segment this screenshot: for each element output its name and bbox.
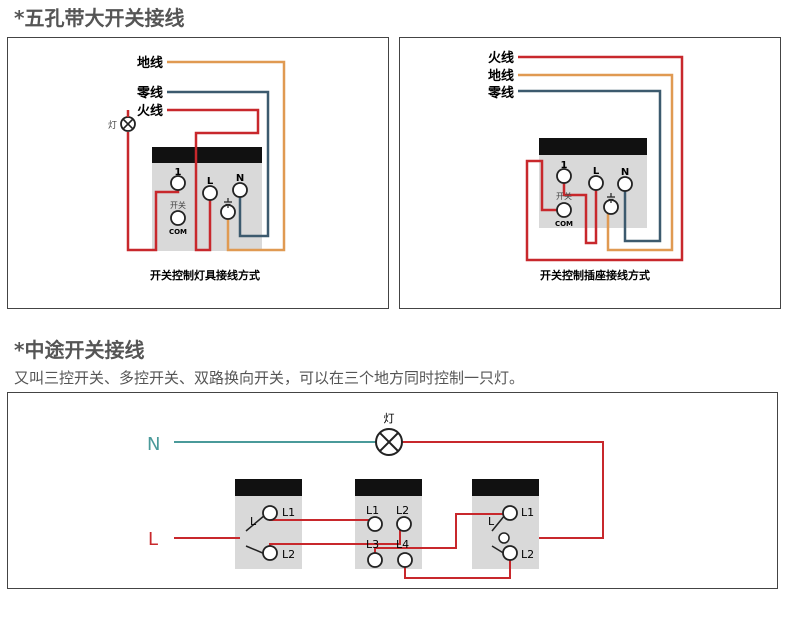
left-label-N: N (236, 173, 244, 184)
switch-2-terminal-L3 (367, 552, 383, 568)
switch-3-top (472, 479, 539, 496)
left-wire-neutral-label: 零线 (136, 85, 163, 101)
right-label-N: N (621, 167, 629, 178)
left-caption: 开关控制灯具接线方式 (150, 268, 260, 282)
left-switch-box-top (152, 147, 262, 163)
section-title-five-hole: *五孔带大开关接线 (14, 6, 185, 30)
right-label-L: L (593, 166, 600, 177)
switch-2-terminal-L2 (396, 516, 412, 532)
switch-2-terminal-L4 (397, 552, 413, 568)
wire-s2l4-s3l2 (404, 553, 511, 579)
switch-2-label-L1: L1 (366, 504, 379, 517)
right-terminal-N (617, 176, 633, 192)
right-ground-symbol-icon (607, 193, 615, 203)
switch-1-label-L2: L2 (282, 548, 295, 561)
left-label-1: 1 (175, 167, 182, 178)
right-switch-label: 开关 (556, 191, 572, 201)
switch-1-terminal-L1 (262, 505, 278, 521)
right-label-1: 1 (561, 160, 568, 171)
switch-3-terminal-L (498, 532, 510, 544)
section-title-midway-switch: *中途开关接线 (14, 338, 145, 362)
switch-1-label-L: L (250, 515, 257, 528)
left-terminal-1 (170, 175, 186, 191)
switch-2-label-L4: L4 (396, 538, 409, 551)
left-lamp-label: 灯 (108, 120, 117, 131)
right-switch-live-wire (562, 176, 598, 245)
left-wire-ground-label: 地线 (137, 55, 163, 71)
wire-s2l3-s3l1 (374, 513, 510, 560)
right-wire-live-label: 火线 (488, 50, 514, 66)
left-terminal-L (202, 185, 218, 201)
left-com-label: COM (169, 228, 187, 236)
switch-3-terminal-L1 (502, 505, 518, 521)
left-wire-live-label: 火线 (137, 103, 163, 119)
left-terminal-N (232, 182, 248, 198)
right-wire-neutral-label: 零线 (487, 85, 514, 101)
section-subtitle: 又叫三控开关、多控开关、双路换向开关，可以在三个地方同时控制一只灯。 (14, 369, 525, 387)
lamp-return-wire (402, 441, 604, 539)
right-wire-ground-label: 地线 (488, 68, 514, 84)
midway-switch-diagram: 灯 N L L1 L L2 L1 L2 L3 L4 L1 L L2 (147, 412, 604, 579)
right-terminal-L (588, 175, 604, 191)
switch-2-terminal-L1 (367, 516, 383, 532)
right-wiring-diagram: 1 L N 开关 COM 火线 地线 零线 开关控制插座接线方式 (487, 50, 684, 282)
left-switch-label: 开关 (170, 200, 186, 210)
right-switch-box-top (539, 138, 647, 155)
switch-3-label-L1: L1 (521, 506, 534, 519)
switch-3-label-L2: L2 (521, 548, 534, 561)
switch-3-label-L: L (488, 515, 495, 528)
switch-2-label-L2: L2 (396, 504, 409, 517)
right-terminal-1 (556, 168, 572, 184)
right-terminal-com (556, 202, 572, 218)
right-com-label: COM (555, 220, 573, 228)
right-neutral-wire (518, 89, 662, 243)
right-live-wire (518, 55, 684, 262)
left-ground-symbol-icon (224, 198, 232, 208)
left-terminal-com (170, 210, 186, 226)
right-switch-box-body (539, 155, 647, 228)
left-wiring-diagram: 1 L N 开关 COM 地线 零线 火线 灯 开关控制灯具接线方式 (108, 55, 286, 282)
neutral-label: N (147, 434, 160, 455)
left-label-L: L (207, 176, 214, 187)
switch-3-terminal-L2 (502, 545, 518, 561)
left-ground-wire (167, 60, 286, 252)
switch-1-terminal-L2 (262, 545, 278, 561)
switch-1-label-L1: L1 (282, 506, 295, 519)
switch-2-label-L3: L3 (366, 538, 379, 551)
left-live-wire (167, 108, 260, 252)
right-ground-wire (518, 73, 674, 252)
switch-1-top (235, 479, 302, 496)
switch-2-top (355, 479, 422, 496)
lamp-label: 灯 (384, 412, 395, 425)
right-caption: 开关控制插座接线方式 (540, 268, 650, 282)
live-label: L (148, 529, 158, 550)
left-neutral-wire (167, 90, 270, 238)
